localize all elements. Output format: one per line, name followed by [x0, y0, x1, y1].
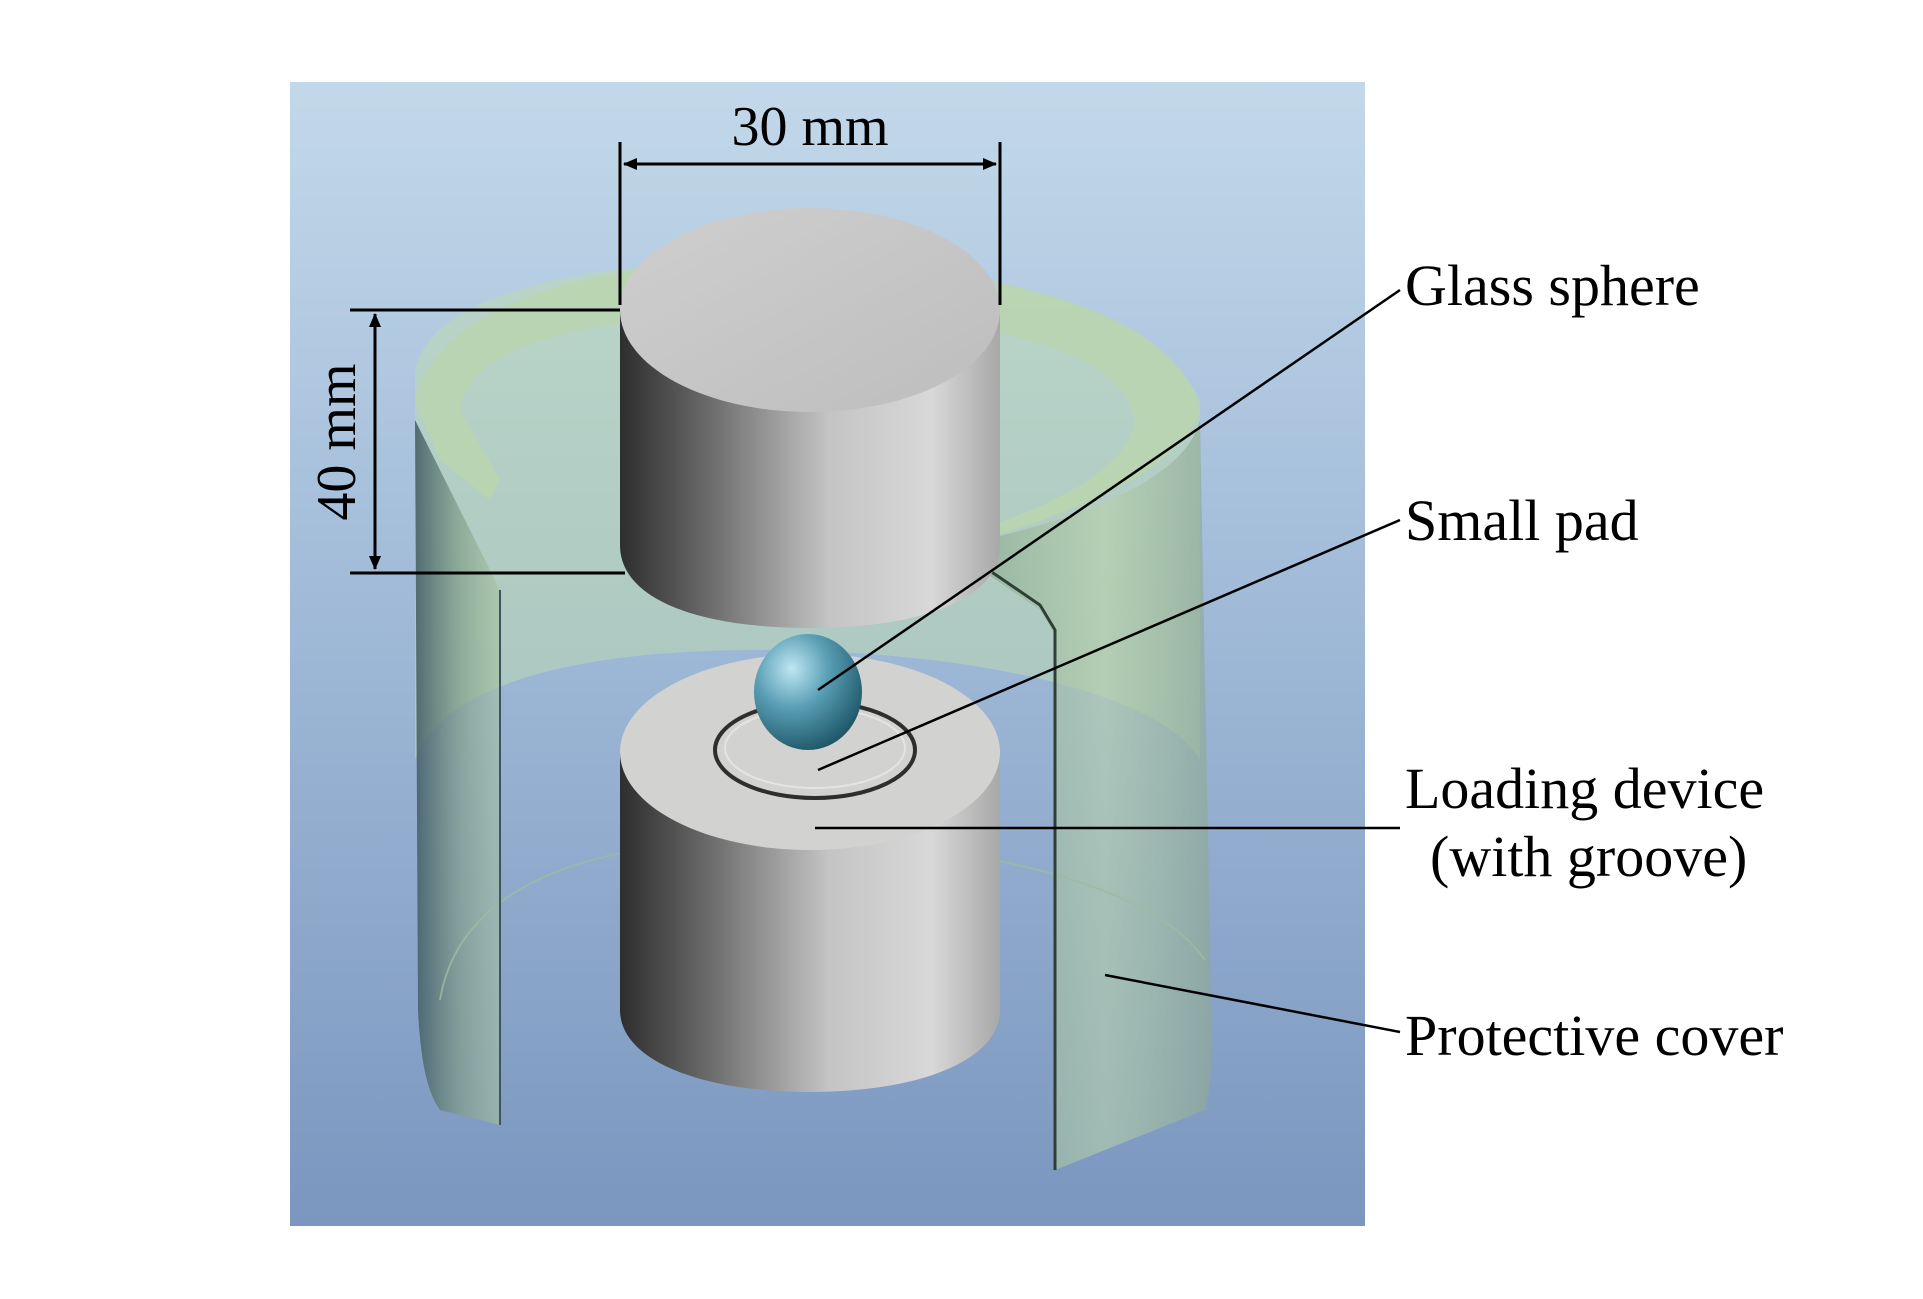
glass-sphere-label: Glass sphere	[1405, 253, 1700, 318]
leader-protective-cover	[1104, 973, 1401, 1034]
leader-small-pad	[817, 518, 1401, 772]
height-dimension: 40 mm	[306, 308, 625, 575]
glass-sphere	[754, 634, 862, 750]
callout-leaders	[815, 288, 1401, 1034]
width-dimension-label: 30 mm	[731, 96, 888, 158]
upper-loading-cylinder	[620, 208, 1000, 628]
lower-loading-cylinder	[620, 654, 1000, 1092]
protective-cover-label: Protective cover	[1405, 1003, 1783, 1068]
height-dimension-label: 40 mm	[306, 363, 368, 520]
loading-device-label: Loading device	[1405, 756, 1764, 821]
small-pad-label: Small pad	[1405, 488, 1639, 553]
width-dimension: 30 mm	[618, 96, 1002, 305]
leader-glass-sphere	[817, 288, 1401, 692]
loading-device-sublabel: (with groove)	[1430, 824, 1747, 889]
